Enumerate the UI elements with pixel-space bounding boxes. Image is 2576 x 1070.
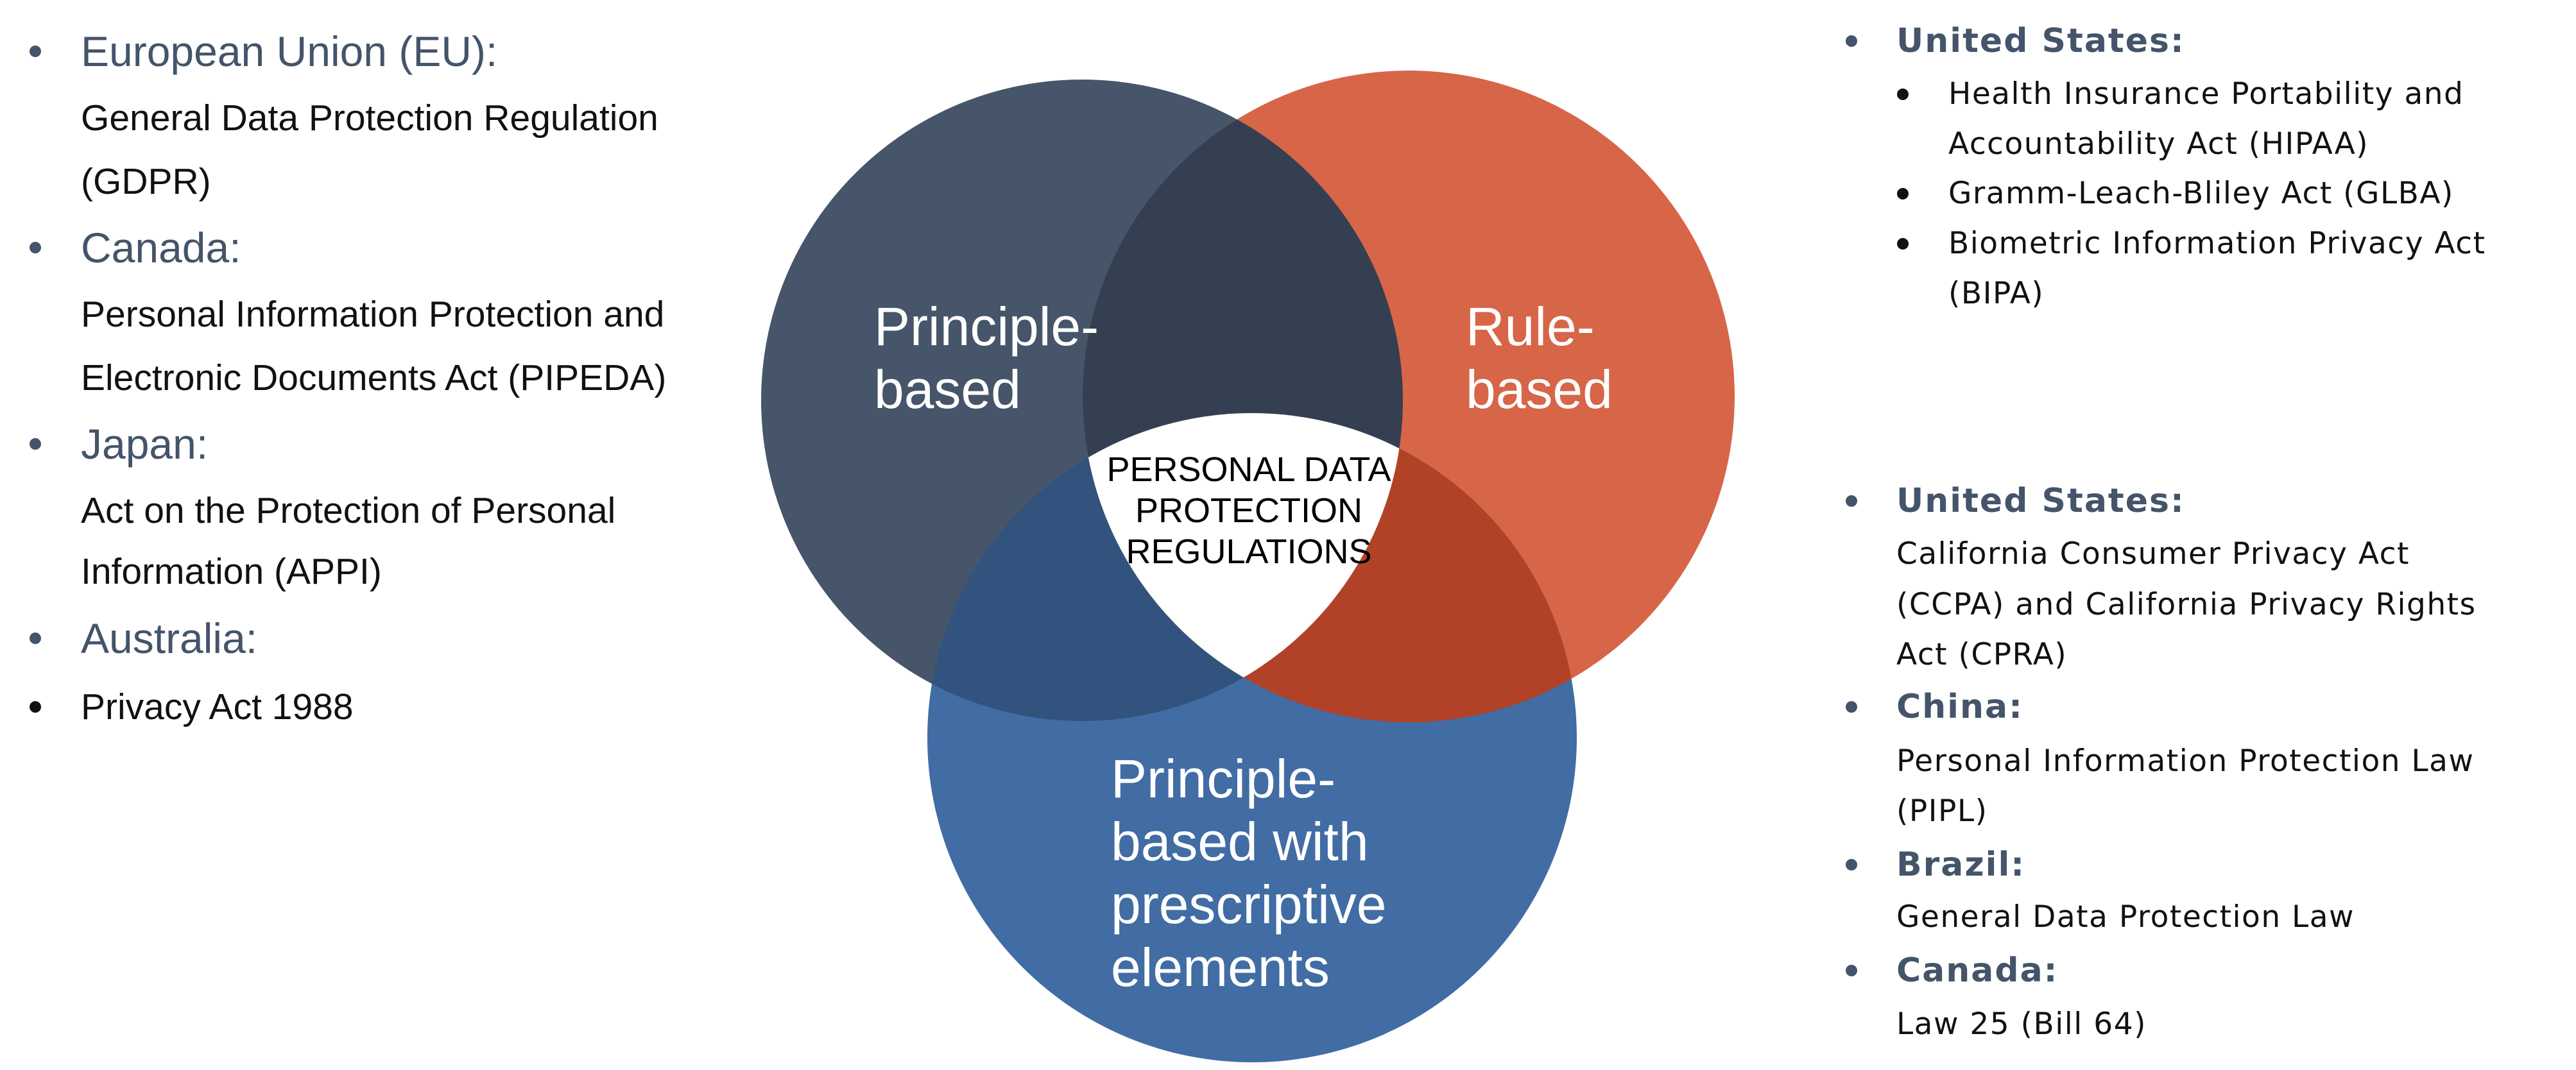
region-heading: Canada: <box>1896 951 2059 990</box>
center-title: PERSONAL DATA PROTECTION REGULATIONS <box>1056 449 1441 572</box>
rule-based-label: Rule- based <box>1466 295 1613 421</box>
bullet-icon <box>1897 188 1909 200</box>
regulation-text: Health Insurance Portability and <box>1948 76 2464 112</box>
region-heading: Japan: <box>81 420 209 468</box>
regulation-text: General Data Protection Regulation <box>81 98 658 139</box>
region-heading: Brazil: <box>1896 845 2026 884</box>
region-heading: United States: <box>1896 22 2185 60</box>
regulation-text: Biometric Information Privacy Act <box>1948 226 2486 261</box>
overlap-left-bottom <box>927 413 1403 721</box>
region-heading: Canada: <box>81 224 241 271</box>
bullet-icon <box>30 701 41 713</box>
regulation-text: Electronic Documents Act (PIPEDA) <box>81 357 667 398</box>
regulation-text: Personal Information Protection and <box>81 294 665 335</box>
regulation-text: Accountability Act (HIPAA) <box>1948 126 2369 162</box>
bullet-icon <box>30 633 41 644</box>
bullet-icon <box>1846 495 1857 507</box>
regulation-text: Privacy Act 1988 <box>81 686 354 727</box>
regulation-text: (GDPR) <box>81 161 211 202</box>
label-line: elements <box>1111 937 1330 998</box>
regulation-text: Personal Information Protection Law <box>1896 743 2475 779</box>
regulation-text: Information (APPI) <box>81 551 382 592</box>
regulation-text: (PIPL) <box>1896 794 1988 829</box>
regulation-text: California Consumer Privacy Act <box>1896 536 2410 572</box>
label-line: based <box>1466 359 1613 420</box>
region-heading: European Union (EU): <box>81 28 498 75</box>
center-line: PROTECTION <box>1135 491 1362 530</box>
bullet-icon <box>1846 35 1857 47</box>
region-heading: Australia: <box>81 615 258 662</box>
bullet-icon <box>30 242 41 253</box>
label-line: prescriptive <box>1111 874 1387 935</box>
bullet-icon <box>1897 89 1909 100</box>
label-line: Principle- <box>1111 749 1336 809</box>
regulation-text: (BIPA) <box>1948 276 2045 311</box>
center-line: REGULATIONS <box>1126 532 1372 571</box>
regulation-text: Law 25 (Bill 64) <box>1896 1006 2147 1042</box>
prescriptive-label: Principle- based with prescriptive eleme… <box>1111 747 1386 999</box>
regulation-text: Act on the Protection of Personal <box>81 490 616 531</box>
bullet-icon <box>1846 965 1857 976</box>
regulation-text: General Data Protection Law <box>1896 899 2355 935</box>
bullet-icon <box>1897 238 1909 250</box>
center-line: PERSONAL DATA <box>1106 450 1391 489</box>
label-line: based <box>874 359 1021 420</box>
label-line: based with <box>1111 811 1369 872</box>
regulation-text: Act (CPRA) <box>1896 637 2068 672</box>
regulation-text: Gramm-Leach-Bliley Act (GLBA) <box>1948 176 2454 211</box>
regulation-text: (CCPA) and California Privacy Rights <box>1896 587 2477 622</box>
bullet-icon <box>30 438 41 450</box>
bullet-icon <box>1846 701 1857 713</box>
region-heading: United States: <box>1896 482 2185 520</box>
principle-based-label: Principle- based <box>874 295 1099 421</box>
label-line: Principle- <box>874 296 1099 357</box>
bullet-icon <box>30 46 41 57</box>
region-heading: China: <box>1896 688 2023 726</box>
bullet-icon <box>1846 859 1857 870</box>
label-line: Rule- <box>1466 296 1595 357</box>
